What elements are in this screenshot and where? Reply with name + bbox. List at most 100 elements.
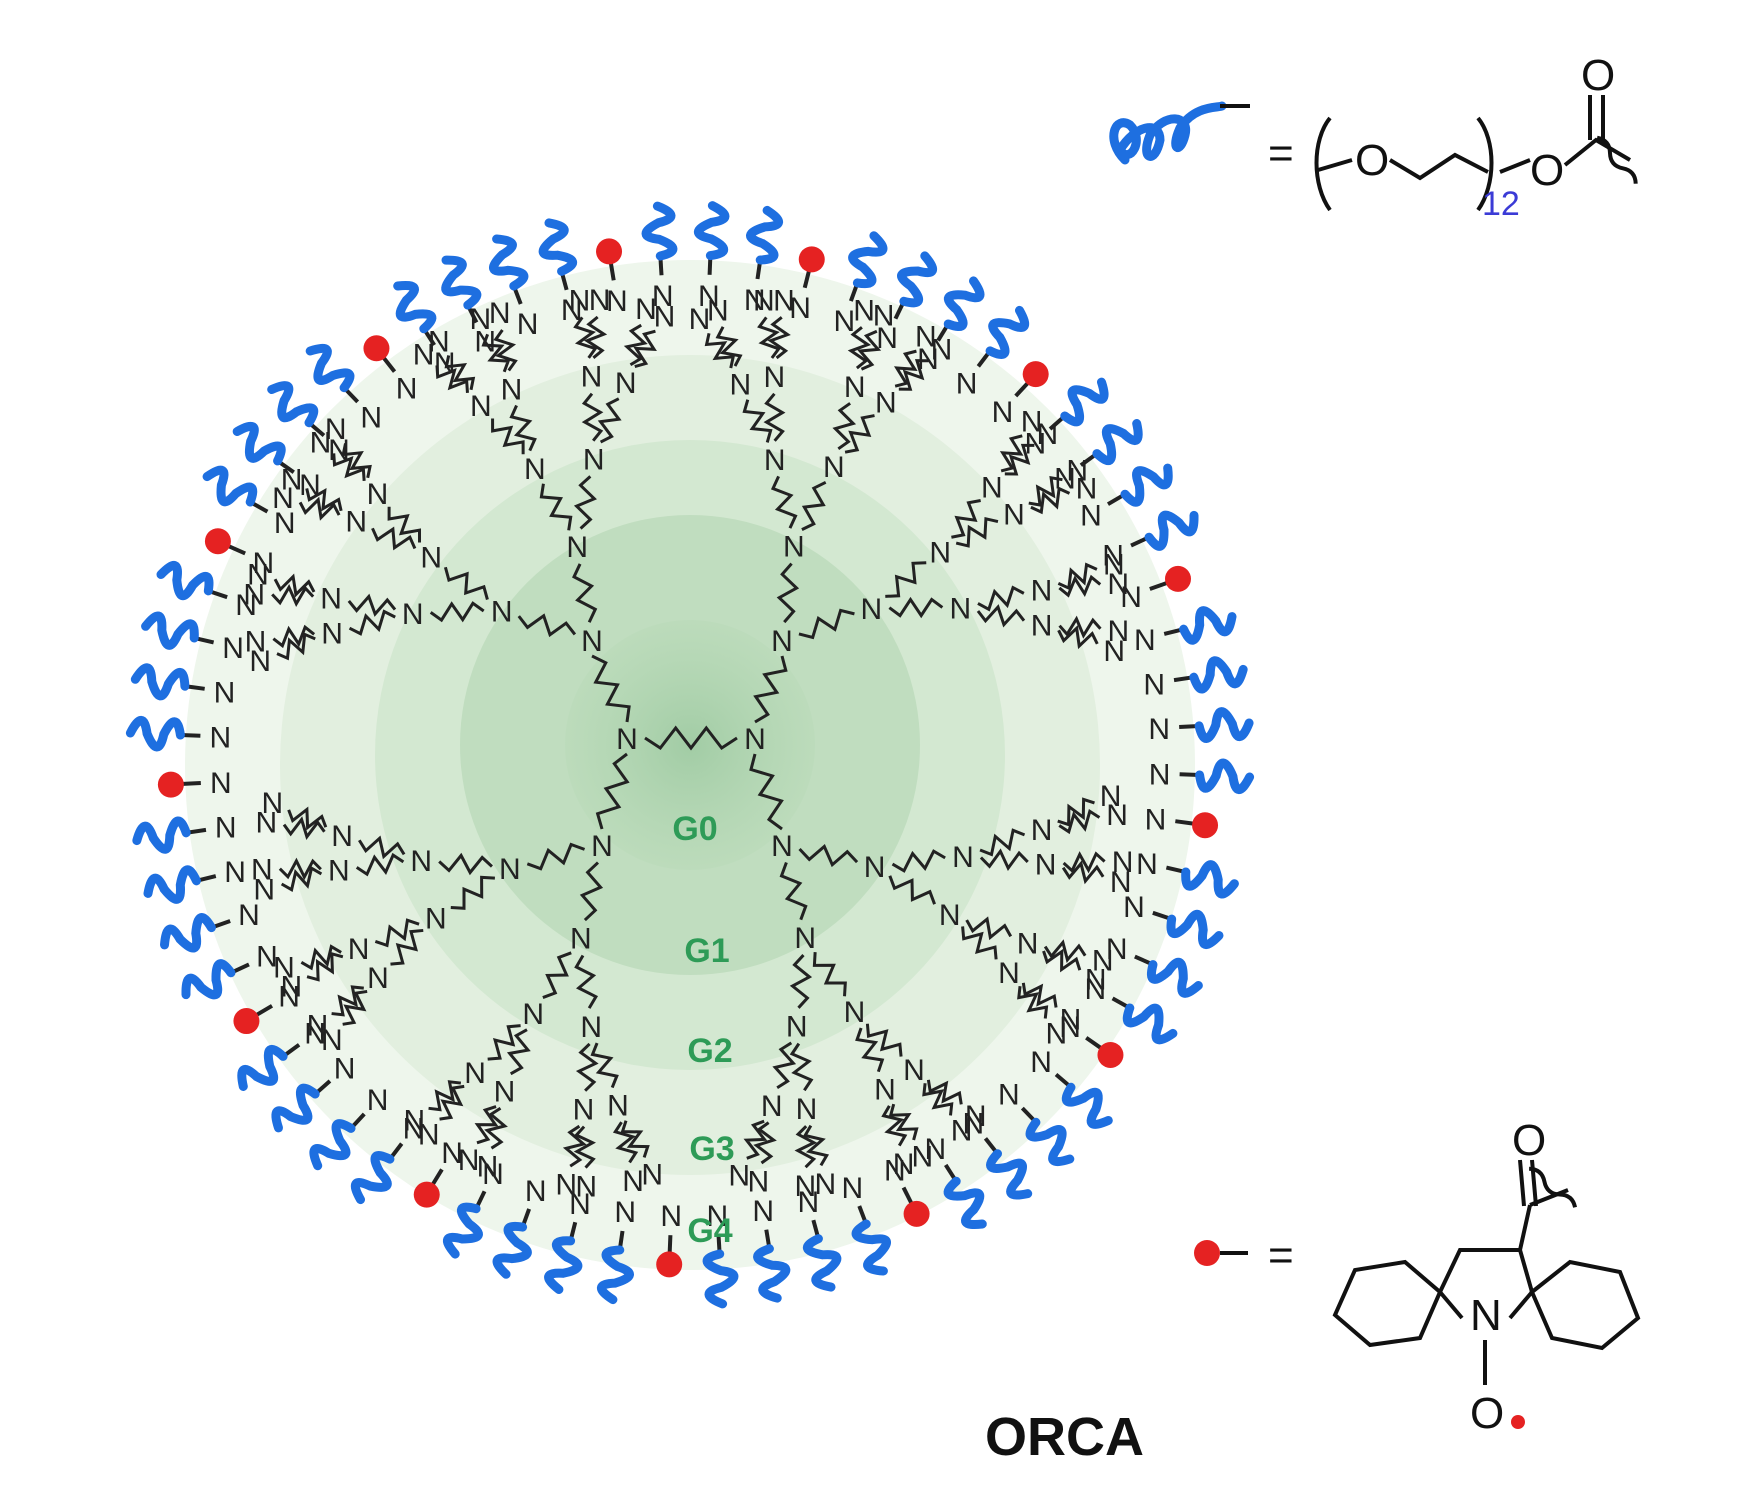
- peg-coil-icon: [851, 1219, 891, 1276]
- branch-linker: [287, 806, 328, 831]
- peg-coil-icon: [746, 205, 784, 265]
- peg-coil-icon: [693, 201, 730, 261]
- peg-coil-icon: [305, 343, 355, 393]
- nitroxide-legend: = N O O: [1194, 1116, 1641, 1438]
- terminal-nitrogen: N: [752, 1195, 774, 1228]
- nitroxide-dot-icon: [1097, 1041, 1124, 1068]
- branch-nitrogen: N: [307, 1010, 329, 1043]
- terminal-nitrogen: N: [274, 507, 296, 540]
- branch-nitrogen: N: [728, 1160, 750, 1193]
- branch-nitrogen: N: [929, 536, 951, 569]
- branch-linker: [358, 835, 406, 860]
- terminal-nitrogen: N: [328, 434, 350, 467]
- nitroxide-dot-icon: [1192, 812, 1219, 839]
- branch-linker: [844, 414, 875, 454]
- terminal-nitrogen: N: [956, 368, 978, 401]
- branch-linker: [772, 1041, 797, 1089]
- nitroxide-dot-icon: [1022, 361, 1049, 388]
- branch-nitrogen: N: [418, 1118, 440, 1151]
- label-g2: G2: [687, 1032, 732, 1070]
- branch-nitrogen: N: [1103, 548, 1125, 581]
- branch-linker: [704, 332, 736, 369]
- core-nitrogen: N: [744, 723, 766, 756]
- branch-linker: [355, 852, 405, 877]
- branch-linker: [612, 1121, 639, 1164]
- branch-nitrogen: N: [428, 325, 450, 358]
- terminal-bond: [1014, 380, 1031, 398]
- peg-coil-icon: [1109, 101, 1227, 165]
- branch-nitrogen: N: [761, 1090, 783, 1123]
- branch-linker: [798, 608, 855, 640]
- peg-coil-icon: [1060, 377, 1109, 427]
- g1-nitrogen: N: [771, 830, 793, 863]
- branch-linker: [789, 954, 813, 1009]
- branch-linker: [999, 434, 1024, 473]
- core-linker: [644, 725, 738, 751]
- terminal-nitrogen: N: [561, 294, 583, 327]
- peg-coil-icon: [1181, 860, 1239, 899]
- terminal-nitrogen: N: [1084, 973, 1106, 1006]
- branch-linker: [474, 1105, 499, 1145]
- nitroxide-dot-icon: [204, 528, 231, 555]
- branch-nitrogen: N: [253, 873, 275, 906]
- branch-nitrogen: N: [748, 1166, 770, 1199]
- branch-linker: [898, 359, 929, 391]
- terminal-nitrogen: N: [798, 1186, 820, 1219]
- peg-bracket-left: [1314, 116, 1332, 212]
- peg-coil-icon: [596, 1245, 634, 1305]
- branch-nitrogen: N: [952, 841, 974, 874]
- branch-nitrogen: N: [1107, 568, 1129, 601]
- peg-coil-icon: [489, 234, 529, 291]
- branch-linker: [888, 596, 944, 619]
- branch-nitrogen: N: [853, 294, 875, 327]
- branch-linker: [955, 516, 999, 548]
- g1-nitrogen: N: [771, 625, 793, 658]
- branch-linker: [855, 1027, 885, 1073]
- branch-linker: [300, 944, 342, 971]
- branch-nitrogen: N: [262, 787, 284, 820]
- branch-nitrogen: N: [915, 321, 937, 354]
- g1-nitrogen: N: [591, 830, 613, 863]
- terminal-nitrogen: N: [278, 980, 300, 1013]
- nitroxide-carbonyl-o: O: [1512, 1116, 1546, 1165]
- peg-coil-icon: [986, 1149, 1033, 1200]
- terminal-nitrogen: N: [1149, 758, 1171, 791]
- branch-nitrogen: N: [281, 464, 303, 497]
- peg-equals: =: [1268, 129, 1294, 178]
- branch-linker: [757, 316, 782, 359]
- peg-coil-icon: [125, 715, 185, 752]
- branch-linker: [273, 573, 316, 598]
- cyclohexane-right: [1529, 1259, 1641, 1351]
- peg-coil-icon: [350, 1151, 395, 1205]
- branch-linker: [776, 562, 800, 624]
- branch-linker: [789, 1042, 814, 1092]
- branch-linker: [282, 816, 326, 840]
- carbonyl-link: [1518, 1204, 1532, 1251]
- branch-nitrogen: N: [1036, 418, 1058, 451]
- peg-bond-1: [1317, 158, 1353, 172]
- branch-linker: [298, 496, 341, 521]
- branch-nitrogen: N: [950, 592, 972, 625]
- branch-linker: [1043, 939, 1087, 964]
- terminal-nitrogen: N: [252, 547, 274, 580]
- branch-nitrogen: N: [1108, 615, 1130, 648]
- branch-linker: [977, 585, 1025, 612]
- peg-coil-icon: [267, 381, 319, 428]
- peg-coil-icon: [1144, 510, 1199, 551]
- branch-linker: [347, 593, 397, 617]
- branch-nitrogen: N: [654, 301, 676, 334]
- terminal-nitrogen: N: [299, 469, 321, 502]
- branch-linker: [444, 355, 476, 391]
- generation-shells: [185, 260, 1195, 1270]
- branch-nitrogen: N: [607, 1090, 629, 1123]
- branch-nitrogen: N: [874, 1073, 896, 1106]
- terminal-nitrogen: N: [1145, 803, 1167, 836]
- label-g0: G0: [672, 810, 717, 848]
- terminal-nitrogen: N: [214, 677, 236, 710]
- terminal-nitrogen: N: [1134, 624, 1156, 657]
- terminal-nitrogen: N: [517, 308, 539, 341]
- nitroxide-dot-icon: [1164, 565, 1191, 592]
- branch-linker: [951, 498, 981, 539]
- peg-wavy-bond: [1596, 135, 1638, 184]
- branch-linker: [715, 326, 743, 367]
